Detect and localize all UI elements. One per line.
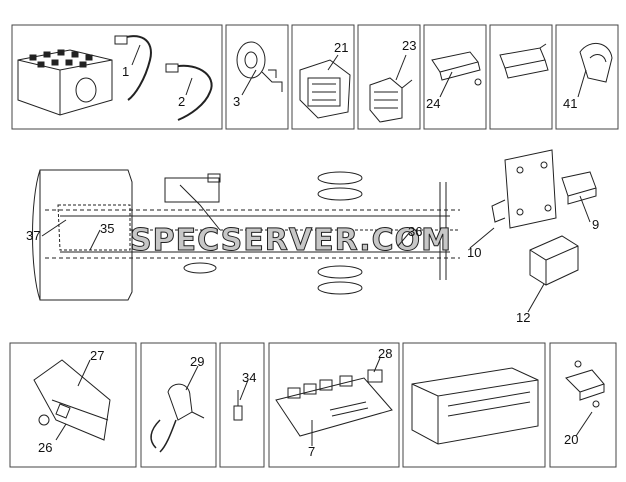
flasher-unit-icon [565, 360, 605, 408]
fuse-relay-board-icon [275, 369, 393, 437]
rear-lamp-icon [33, 359, 111, 441]
panel-flasher-unit [549, 342, 617, 468]
panel-foglamp [357, 24, 421, 130]
fuel-tank-icon [164, 173, 221, 203]
wiring-harness-icon [57, 184, 460, 251]
flasher-relay-icon [561, 171, 597, 205]
part-label-1: 1 [122, 64, 129, 79]
battery-icon [17, 49, 113, 116]
part-label-10: 10 [467, 245, 481, 260]
panel-side-lamp [489, 24, 553, 130]
panel-fuse-box [402, 342, 546, 468]
fuse-box-icon [411, 367, 539, 445]
part-label-27: 27 [90, 348, 104, 363]
panel-fuse-relay-board [268, 342, 400, 468]
part-label-37: 37 [26, 228, 40, 243]
ignition-switch-icon [150, 383, 205, 453]
part-label-24: 24 [426, 96, 440, 111]
part-label-7: 7 [308, 444, 315, 459]
panel-headlamp [291, 24, 355, 130]
control-unit-box-icon [529, 235, 579, 286]
part-label-29: 29 [190, 354, 204, 369]
headlamp-icon [299, 59, 351, 119]
leader-lines [41, 44, 593, 446]
watermark-text: SPECSERVER.COM [130, 223, 452, 258]
part-label-21: 21 [334, 40, 348, 55]
panel-rear-lamp-bracket [9, 342, 137, 468]
panel-battery-cables [11, 24, 223, 130]
foglamp-icon [369, 77, 413, 123]
panel-marker-lamp [423, 24, 487, 130]
panel-ignition-switch [140, 342, 217, 468]
frame-rails [45, 209, 460, 259]
part-label-36: 36 [408, 224, 422, 239]
part-label-35: 35 [100, 221, 114, 236]
rear-crossmember-icon [439, 182, 447, 280]
panel-connector [219, 342, 265, 468]
part-label-34: 34 [242, 370, 256, 385]
part-label-2: 2 [178, 94, 185, 109]
part-label-28: 28 [378, 346, 392, 361]
beacon-icon [579, 43, 613, 83]
part-label-26: 26 [38, 440, 52, 455]
chassis-wiring-diagram [32, 169, 460, 301]
marker-lamp-icon [431, 51, 482, 86]
horn-icon [236, 41, 283, 92]
part-number-labels: 1 2 3 21 23 24 41 37 35 36 10 9 12 27 26… [26, 38, 599, 459]
panel-beacon [555, 24, 619, 130]
part-label-23: 23 [402, 38, 416, 53]
part-label-12: 12 [516, 310, 530, 325]
cab-outline [32, 169, 133, 301]
relay-bracket-icon [491, 149, 557, 229]
connector-icon [233, 390, 243, 421]
part-label-3: 3 [233, 94, 240, 109]
part-label-20: 20 [564, 432, 578, 447]
part-label-41: 41 [563, 96, 577, 111]
panel-horn [225, 24, 289, 130]
battery-cable-2-icon [165, 63, 213, 121]
battery-cable-1-icon [114, 35, 152, 101]
tires-icon [183, 171, 363, 295]
side-lamp-icon [499, 43, 549, 79]
part-label-9: 9 [592, 217, 599, 232]
